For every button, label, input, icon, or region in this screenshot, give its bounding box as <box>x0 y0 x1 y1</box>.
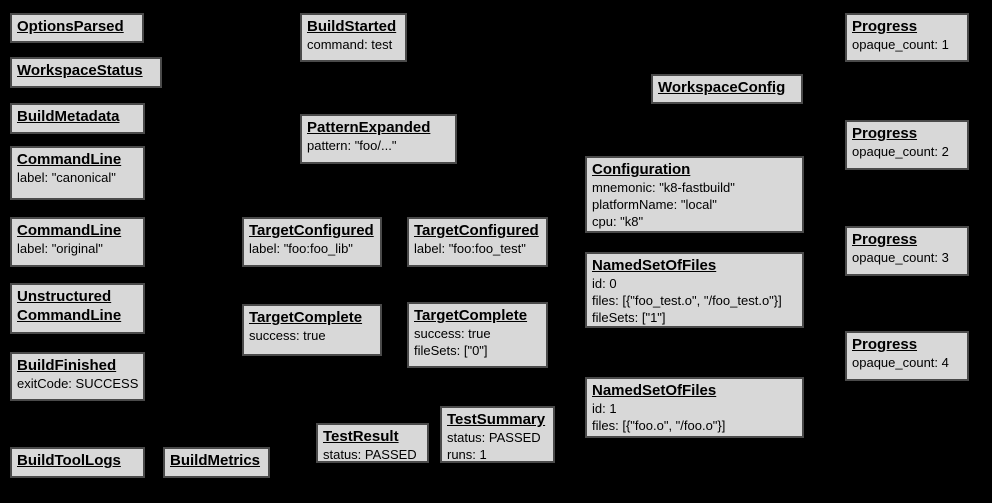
node-target-configured-foo-lib: TargetConfigured label: "foo:foo_lib" <box>242 217 382 267</box>
node-field: pattern: "foo/..." <box>307 138 397 153</box>
node-title: Progress <box>852 231 918 248</box>
node-build-metadata: BuildMetadata <box>10 103 145 134</box>
node-title: WorkspaceStatus <box>17 62 143 79</box>
node-title: TargetComplete <box>414 307 528 324</box>
node-command-line-canonical: CommandLine label: "canonical" <box>10 146 145 200</box>
node-title: BuildStarted <box>307 18 397 35</box>
node-progress-3: Progress opaque_count: 3 <box>845 226 969 276</box>
node-unstructured-command-line: Unstructured CommandLine <box>10 283 145 334</box>
node-options-parsed: OptionsParsed <box>10 13 144 43</box>
node-title: BuildMetadata <box>17 108 120 125</box>
node-title: TargetConfigured <box>249 222 374 239</box>
node-title: Configuration <box>592 161 691 178</box>
node-field: success: true <box>414 326 491 341</box>
node-field: opaque_count: 2 <box>852 144 949 159</box>
node-build-finished: BuildFinished exitCode: SUCCESS <box>10 352 145 401</box>
node-title: Progress <box>852 18 918 35</box>
node-build-metrics: BuildMetrics <box>163 447 270 478</box>
node-field: opaque_count: 3 <box>852 250 949 265</box>
node-field: label: "foo:foo_test" <box>414 241 526 256</box>
node-title: TestResult <box>323 428 399 445</box>
node-title: Progress <box>852 336 918 353</box>
node-field: cpu: "k8" <box>592 214 644 229</box>
node-title: OptionsParsed <box>17 18 124 35</box>
node-field: exitCode: SUCCESS <box>17 376 139 391</box>
node-title: TestSummary <box>447 411 546 428</box>
node-field: platformName: "local" <box>592 197 717 212</box>
node-title: CommandLine <box>17 151 122 168</box>
node-title: CommandLine <box>17 222 122 239</box>
node-field: mnemonic: "k8-fastbuild" <box>592 180 735 195</box>
node-target-complete-foo-lib: TargetComplete success: true <box>242 304 382 356</box>
node-field: files: [{"foo.o", "/foo.o"}] <box>592 418 726 433</box>
node-field: label: "original" <box>17 241 103 256</box>
node-title: Progress <box>852 125 918 142</box>
node-field: id: 1 <box>592 401 617 416</box>
node-progress-4: Progress opaque_count: 4 <box>845 331 969 381</box>
node-field: command: test <box>307 37 393 52</box>
node-build-tool-logs: BuildToolLogs <box>10 447 145 478</box>
node-title: TargetConfigured <box>414 222 539 239</box>
node-field: label: "foo:foo_lib" <box>249 241 353 256</box>
node-field: opaque_count: 4 <box>852 355 949 370</box>
node-target-configured-foo-test: TargetConfigured label: "foo:foo_test" <box>407 217 548 267</box>
node-build-started: BuildStarted command: test <box>300 13 407 62</box>
node-title: BuildToolLogs <box>17 452 121 469</box>
node-progress-1: Progress opaque_count: 1 <box>845 13 969 62</box>
node-test-result: TestResult status: PASSED <box>316 423 429 463</box>
node-title: NamedSetOfFiles <box>592 382 717 399</box>
node-title: CommandLine <box>17 307 122 324</box>
node-progress-2: Progress opaque_count: 2 <box>845 120 969 170</box>
node-field: fileSets: ["0"] <box>414 343 488 358</box>
node-field: id: 0 <box>592 276 617 291</box>
node-field: status: PASSED <box>447 430 541 445</box>
node-field: opaque_count: 1 <box>852 37 949 52</box>
node-title: BuildFinished <box>17 357 117 374</box>
node-title: Unstructured <box>17 288 112 305</box>
node-test-summary: TestSummary status: PASSED runs: 1 <box>440 406 555 463</box>
node-field: files: [{"foo_test.o", "/foo_test.o"}] <box>592 293 782 308</box>
node-title: TargetComplete <box>249 309 363 326</box>
node-named-set-of-files-1: NamedSetOfFiles id: 1 files: [{"foo.o", … <box>585 377 804 438</box>
node-field: success: true <box>249 328 326 343</box>
node-configuration: Configuration mnemonic: "k8-fastbuild" p… <box>585 156 804 233</box>
node-command-line-original: CommandLine label: "original" <box>10 217 145 267</box>
node-workspace-status: WorkspaceStatus <box>10 57 162 88</box>
node-field: status: PASSED <box>323 447 417 462</box>
node-title: WorkspaceConfig <box>658 79 786 96</box>
node-title: NamedSetOfFiles <box>592 257 717 274</box>
node-field: fileSets: ["1"] <box>592 310 666 325</box>
node-named-set-of-files-0: NamedSetOfFiles id: 0 files: [{"foo_test… <box>585 252 804 328</box>
node-workspace-config: WorkspaceConfig <box>651 74 803 104</box>
node-field: label: "canonical" <box>17 170 116 185</box>
node-title: BuildMetrics <box>170 452 261 469</box>
node-target-complete-foo-test: TargetComplete success: true fileSets: [… <box>407 302 548 368</box>
node-pattern-expanded: PatternExpanded pattern: "foo/..." <box>300 114 457 164</box>
node-field: runs: 1 <box>447 447 487 462</box>
node-title: PatternExpanded <box>307 119 431 136</box>
